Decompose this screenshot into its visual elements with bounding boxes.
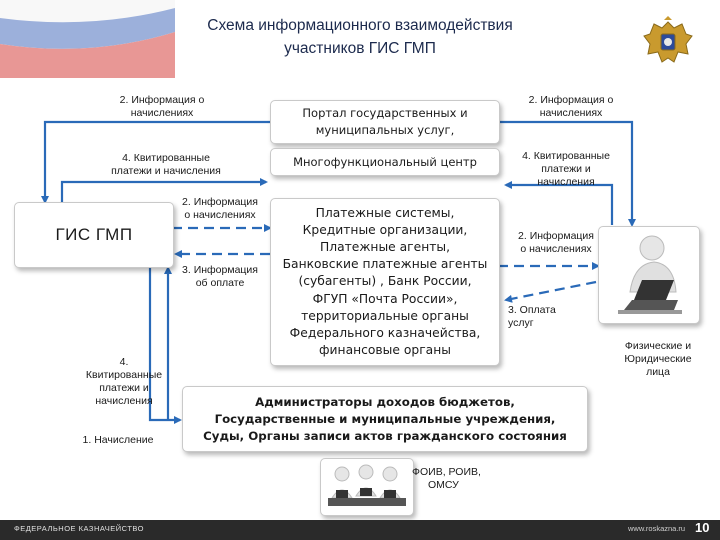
payment-line: (субагенты) , Банк России, <box>298 274 472 289</box>
label-accrual: 1. Начисление <box>68 434 168 447</box>
page-title: Схема информационного взаимодействия уча… <box>150 14 570 60</box>
persons-label-line: Юридические <box>624 353 692 365</box>
label-line: 4. Квитированные <box>122 152 210 164</box>
label-line: 2. Информация о <box>119 94 205 106</box>
label-line: начисления <box>95 395 153 407</box>
label-line: 4. <box>119 356 129 368</box>
gis-gmp-label: ГИС ГМП <box>55 225 133 244</box>
portal-line-1: Портал государственных и <box>302 106 468 120</box>
arrow-kvit-bottom <box>148 266 182 424</box>
label-line: об оплате <box>195 277 245 289</box>
foiv-label: ФОИВ, РОИВ, ОМСУ <box>412 466 486 492</box>
label-line: платежи и <box>541 163 591 175</box>
admin-line: Администраторы доходов бюджетов, <box>255 394 515 409</box>
label-pay-info: 3. Информация об оплате <box>174 264 266 290</box>
persons-label: Физические и Юридические лица <box>606 340 710 379</box>
label-kvit-right: 4. Квитированные платежи и начисления <box>506 150 626 189</box>
admin-line: Суды, Органы записи актов гражданского с… <box>203 428 567 443</box>
footer-organization: ФЕДЕРАЛЬНОЕ КАЗНАЧЕЙСТВО <box>14 524 145 533</box>
payment-systems-box: Платежные системы, Кредитные организации… <box>270 198 500 366</box>
label-line: начислениях <box>539 107 603 119</box>
title-line-1: Схема информационного взаимодействия <box>207 17 513 34</box>
page-number: 10 <box>695 520 710 535</box>
office-workers-icon <box>328 464 406 506</box>
label-info-top-right: 2. Информация о начислениях <box>506 94 636 120</box>
label-line: платежи и начисления <box>111 165 221 177</box>
label-line: Квитированные <box>85 369 163 381</box>
label-line: услуг <box>508 317 534 329</box>
label-line: 2. Информация <box>182 196 258 208</box>
portal-box: Портал государственных и муниципальных у… <box>270 100 500 144</box>
label-line: начисления <box>537 176 595 188</box>
payment-line: ФГУП «Почта России», <box>312 291 458 306</box>
payment-line: финансовые органы <box>319 343 451 358</box>
payment-line: Платежные системы, <box>315 205 455 220</box>
persons-label-line: Физические и <box>624 340 692 352</box>
treasury-emblem-icon <box>640 16 696 70</box>
foiv-label-line: ОМСУ <box>428 479 459 491</box>
title-line-2: участников ГИС ГМП <box>284 40 436 57</box>
label-kvit-left: 4. Квитированные платежи и начисления <box>78 152 254 178</box>
persons-label-line: лица <box>646 366 670 378</box>
footer-bar <box>0 520 720 540</box>
label-line: о начислениях <box>520 243 592 255</box>
foiv-label-line: ФОИВ, РОИВ, <box>412 466 481 478</box>
label-line: 3. Оплата <box>508 304 556 316</box>
arrow-kvit-left <box>60 178 268 202</box>
payment-line: Кредитные организации, <box>302 222 468 237</box>
label-line: платежи и <box>99 382 149 394</box>
russian-flag-decoration <box>0 0 175 78</box>
label-info-mid: 2. Информация о начислениях <box>174 196 266 222</box>
label-line: 2. Информация о <box>528 94 614 106</box>
payment-line: Федерального казначейства, <box>289 326 481 340</box>
admin-line: Государственные и муниципальные учрежден… <box>214 411 556 426</box>
footer-website: www.roskazna.ru <box>628 524 686 533</box>
label-line: начислениях <box>130 107 194 119</box>
persons-illustration-box <box>598 226 700 324</box>
payment-line: Банковские платежные агенты <box>282 257 488 272</box>
label-line: 4. Квитированные <box>522 150 610 162</box>
office-workers-illustration-box <box>320 458 414 516</box>
label-line: о начислениях <box>184 209 256 221</box>
label-kvit-bottom-left: 4. Квитированные платежи и начисления <box>68 356 180 408</box>
administrators-box: Администраторы доходов бюджетов, Государ… <box>182 386 588 452</box>
gis-gmp-box: ГИС ГМП <box>14 202 174 268</box>
label-info-top-left: 2. Информация о начислениях <box>92 94 232 120</box>
person-at-laptop-icon <box>618 235 682 314</box>
payment-line: Платежные агенты, <box>319 239 451 254</box>
mfc-label: Многофункциональный центр <box>293 154 477 169</box>
label-line: 1. Начисление <box>82 434 154 446</box>
arrow-info-top-left <box>41 120 270 204</box>
label-line: 2. Информация <box>518 230 594 242</box>
payment-line: территориальные органы <box>301 308 469 323</box>
label-line: 3. Информация <box>182 264 258 276</box>
mfc-box: Многофункциональный центр <box>270 148 500 176</box>
label-info-right: 2. Информация о начислениях <box>504 230 608 256</box>
label-payment-services: 3. Оплата услуг <box>508 304 578 330</box>
arrow-payment-services <box>504 280 597 303</box>
portal-line-2: муниципальных услуг, <box>315 123 455 137</box>
arrow-kvit-right <box>504 181 614 225</box>
arrow-info-top-right <box>498 120 636 227</box>
